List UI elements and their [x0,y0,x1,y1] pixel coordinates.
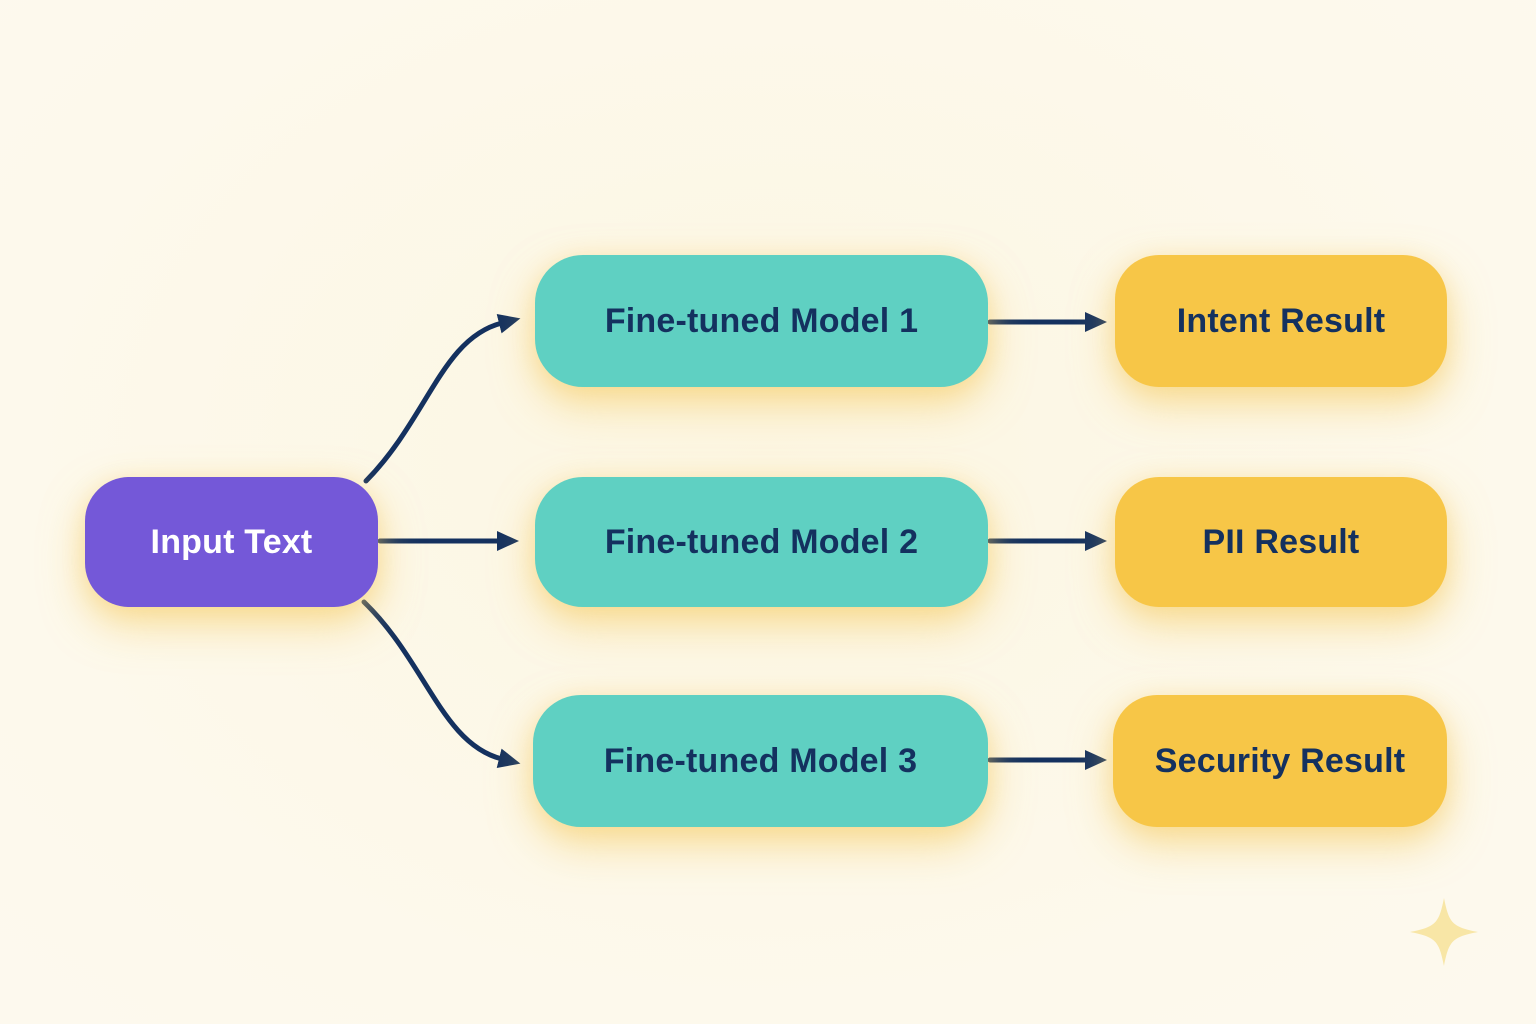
node-intent-result-label: Intent Result [1176,301,1386,340]
node-pii-result-label: PII Result [1202,522,1360,561]
node-security-result-label: Security Result [1154,741,1406,780]
edge-input-to-model-1 [363,314,521,484]
edge-input-to-model-3 [361,599,521,768]
node-fine-tuned-model-2-label: Fine-tuned Model 2 [604,522,919,561]
node-input-text-label: Input Text [150,522,313,561]
node-input-text: Input Text [85,477,378,607]
node-fine-tuned-model-3-label: Fine-tuned Model 3 [603,741,918,780]
node-intent-result: Intent Result [1115,255,1447,387]
node-pii-result: PII Result [1115,477,1447,607]
node-fine-tuned-model-1: Fine-tuned Model 1 [535,255,988,387]
node-fine-tuned-model-1-label: Fine-tuned Model 1 [604,301,919,340]
node-fine-tuned-model-3: Fine-tuned Model 3 [533,695,988,827]
node-fine-tuned-model-2: Fine-tuned Model 2 [535,477,988,607]
node-security-result: Security Result [1113,695,1447,827]
